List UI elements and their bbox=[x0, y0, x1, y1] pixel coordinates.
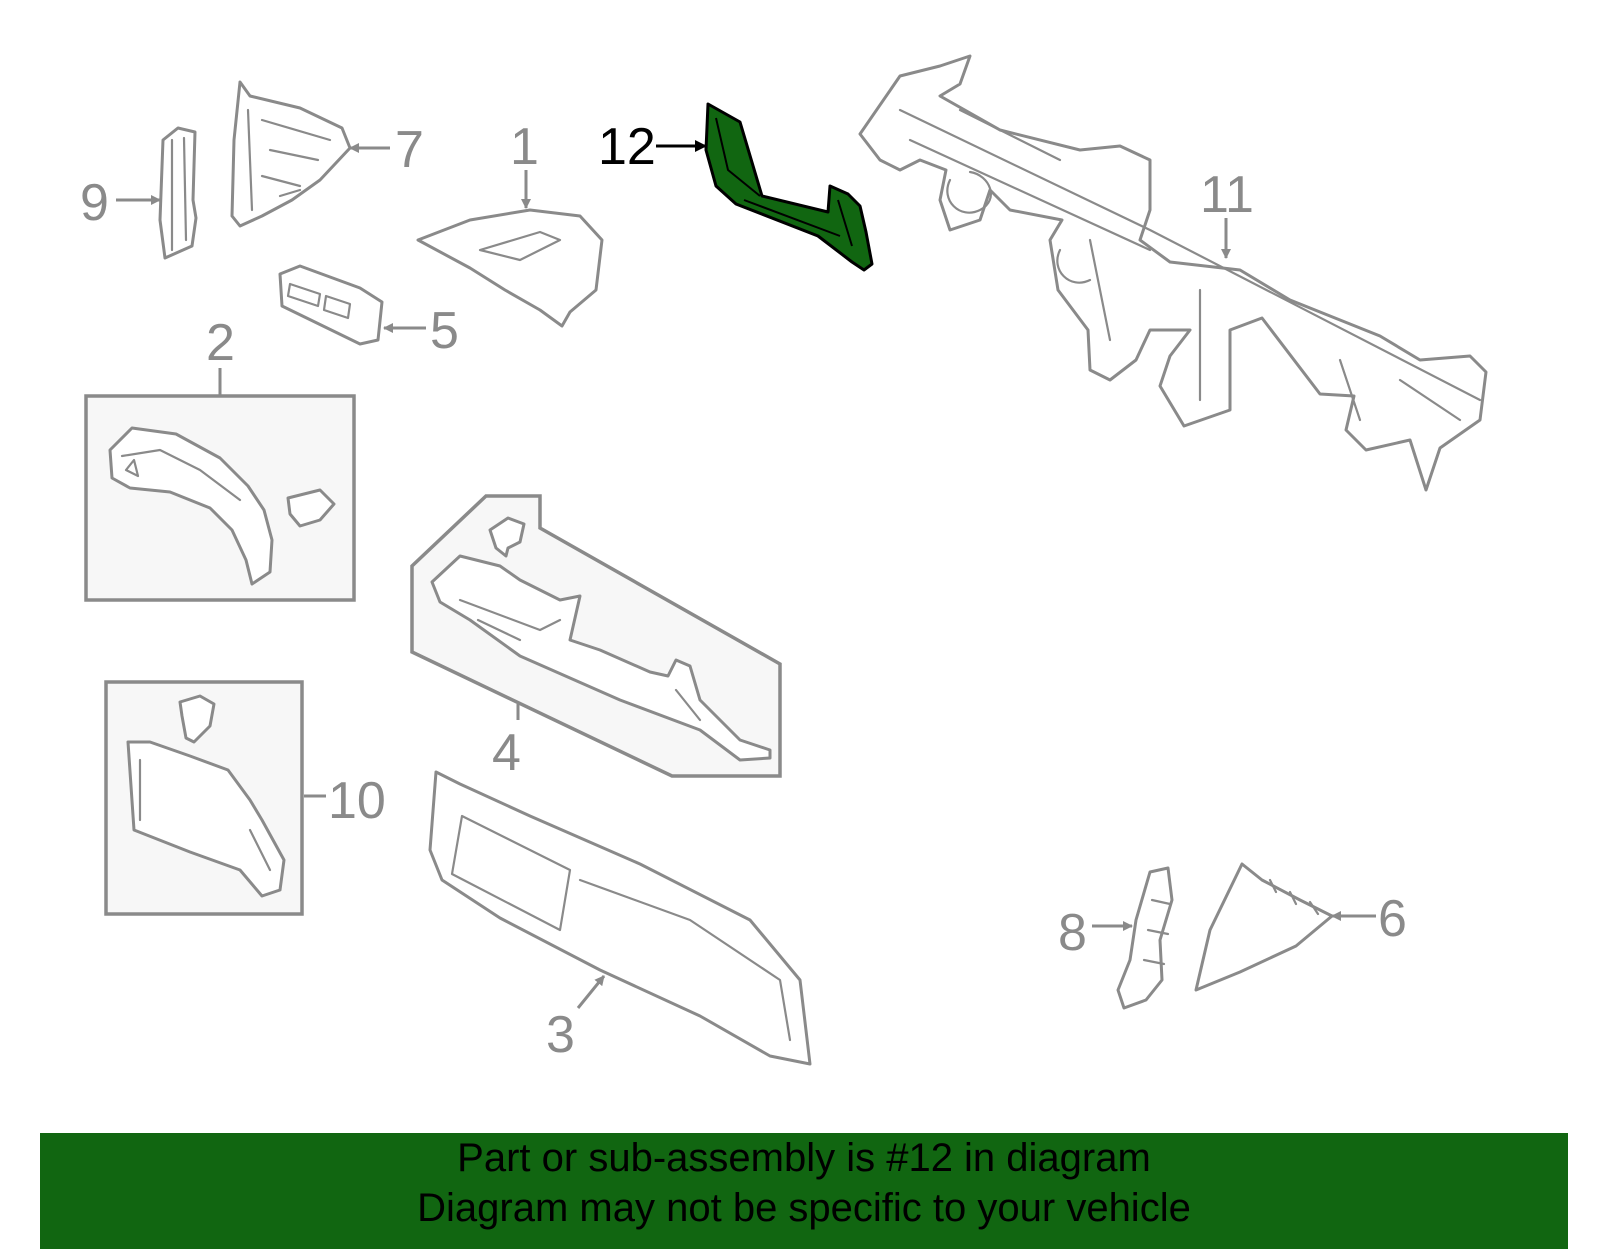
leader-3 bbox=[576, 975, 606, 1009]
callout-5: 5 bbox=[430, 302, 459, 360]
callout-7: 7 bbox=[395, 121, 424, 179]
callout-12: 12 bbox=[598, 118, 656, 176]
part-6-triangular-trim[interactable] bbox=[1194, 862, 1334, 992]
part-12-bracket-highlighted[interactable] bbox=[704, 102, 874, 272]
callout-6: 6 bbox=[1378, 890, 1407, 948]
callout-8: 8 bbox=[1058, 904, 1087, 962]
part-11-cross-car-beam[interactable] bbox=[858, 54, 1488, 492]
callout-11: 11 bbox=[1200, 166, 1254, 224]
part-1-dash-cover[interactable] bbox=[416, 208, 604, 328]
banner-line-2: Diagram may not be specific to your vehi… bbox=[417, 1186, 1191, 1230]
part-8-vertical-trim[interactable] bbox=[1116, 866, 1174, 1010]
part-7-side-panel[interactable] bbox=[230, 80, 352, 228]
callout-9: 9 bbox=[80, 174, 109, 232]
callout-2: 2 bbox=[206, 314, 235, 372]
callout-10: 10 bbox=[328, 772, 386, 830]
part-9-pillar-trim[interactable] bbox=[158, 126, 198, 260]
part-10-box[interactable] bbox=[104, 680, 304, 916]
part-3-lower-trim-panel[interactable] bbox=[428, 770, 812, 1066]
callout-1: 1 bbox=[510, 118, 539, 176]
callout-3: 3 bbox=[546, 1006, 575, 1064]
part-4-box[interactable] bbox=[410, 494, 782, 778]
part-5-switch-bezel[interactable] bbox=[278, 264, 384, 346]
callout-4: 4 bbox=[492, 724, 521, 782]
part-2-box[interactable] bbox=[84, 394, 356, 602]
banner-line-1: Part or sub-assembly is #12 in diagram bbox=[457, 1136, 1151, 1180]
info-banner: Part or sub-assembly is #12 in diagram D… bbox=[40, 1133, 1568, 1249]
